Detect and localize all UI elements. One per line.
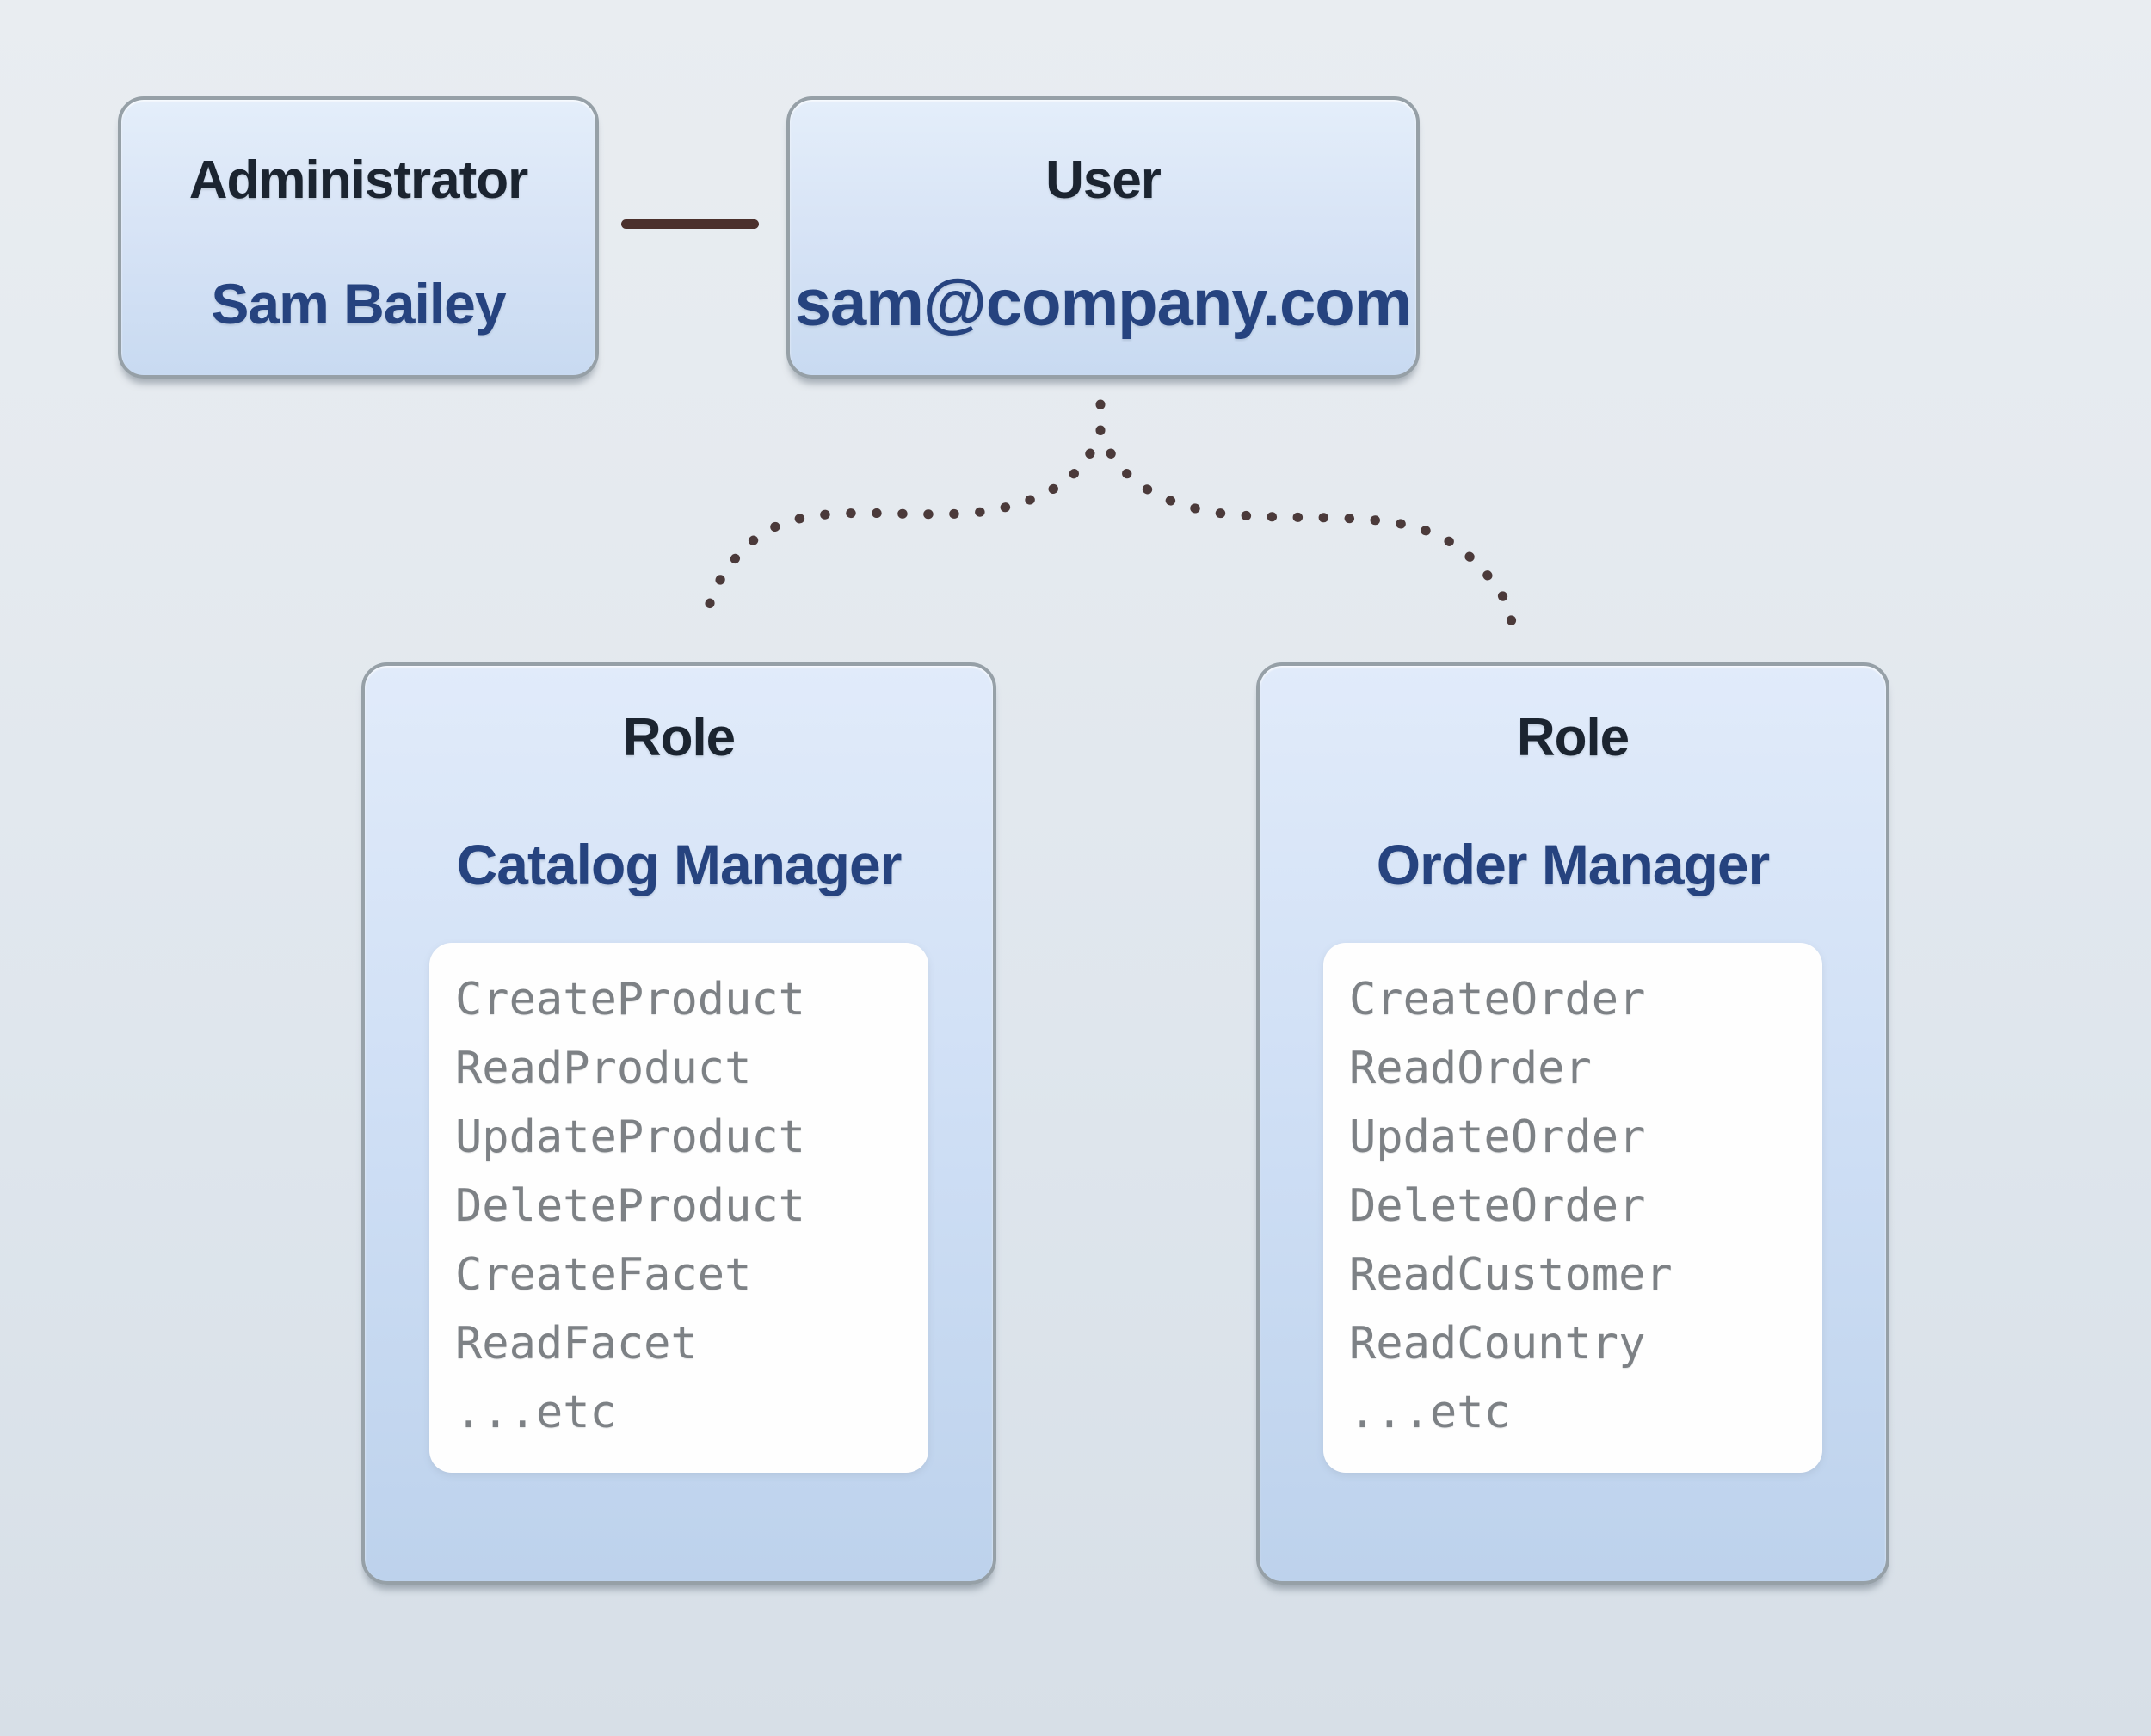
role-card-title: Role <box>1516 708 1630 767</box>
administrator-name: Sam Bailey <box>211 272 506 336</box>
administrator-card: Administrator Sam Bailey <box>118 96 599 379</box>
dotted-branch-right <box>1106 448 1517 628</box>
role-card-title: Role <box>622 708 736 767</box>
permission-item: CreateOrder <box>1349 974 1646 1025</box>
permission-item: ...etc <box>455 1387 617 1438</box>
permission-item: CreateFacet <box>455 1249 752 1301</box>
permission-item: ...etc <box>1349 1387 1511 1438</box>
permission-item: ReadOrder <box>1349 1043 1592 1094</box>
dotted-branch-left <box>700 448 1095 628</box>
permission-item: ReadProduct <box>455 1043 752 1094</box>
permission-item: DeleteOrder <box>1349 1180 1646 1232</box>
admin-user-connector-line <box>621 219 759 229</box>
permission-item: ReadCountry <box>1349 1318 1646 1370</box>
role-name-catalog-manager: Catalog Manager <box>456 833 903 896</box>
user-card-title: User <box>1045 151 1162 210</box>
permission-item: UpdateProduct <box>455 1111 805 1163</box>
role-card-catalog-manager: Role Catalog Manager CreateProduct ReadP… <box>361 662 996 1585</box>
role-card-order-manager: Role Order Manager CreateOrder ReadOrder… <box>1256 662 1889 1585</box>
administrator-card-title: Administrator <box>188 151 528 210</box>
permission-item: UpdateOrder <box>1349 1111 1646 1163</box>
permissions-panel: CreateProduct ReadProduct UpdateProduct … <box>429 943 928 1473</box>
user-email: sam@company.com <box>794 267 1413 340</box>
permission-item: CreateProduct <box>455 974 805 1025</box>
user-card: User sam@company.com <box>786 96 1420 379</box>
permission-item: ReadFacet <box>455 1318 698 1370</box>
permissions-panel: CreateOrder ReadOrder UpdateOrder Delete… <box>1323 943 1822 1473</box>
permission-item: DeleteProduct <box>455 1180 805 1232</box>
permission-item: ReadCustomer <box>1349 1249 1673 1301</box>
role-name-order-manager: Order Manager <box>1376 833 1770 896</box>
